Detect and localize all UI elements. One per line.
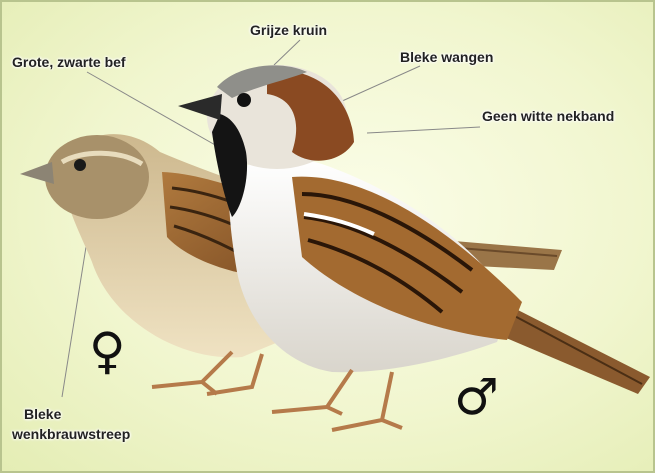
label-bib: Grote, zwarte bef — [12, 54, 126, 70]
female-head — [45, 135, 149, 219]
label-crown: Grijze kruin — [250, 22, 327, 38]
female-symbol-icon: ♀ — [89, 322, 126, 380]
label-collar: Geen witte nekband — [482, 108, 614, 124]
female-legs — [152, 352, 262, 394]
leader-cheeks — [340, 66, 420, 102]
male-symbol-icon: ♂ — [454, 368, 499, 426]
male-beak — [178, 94, 222, 120]
label-brow-line2: wenkbrauwstreep — [12, 426, 130, 442]
male-legs — [272, 370, 402, 430]
leader-collar — [367, 127, 480, 133]
female-beak — [20, 162, 54, 184]
label-brow-line1: Bleke — [24, 406, 61, 422]
female-eye — [74, 159, 86, 171]
male-eye — [237, 93, 251, 107]
label-cheeks: Bleke wangen — [400, 49, 493, 65]
leader-crown — [274, 40, 300, 65]
